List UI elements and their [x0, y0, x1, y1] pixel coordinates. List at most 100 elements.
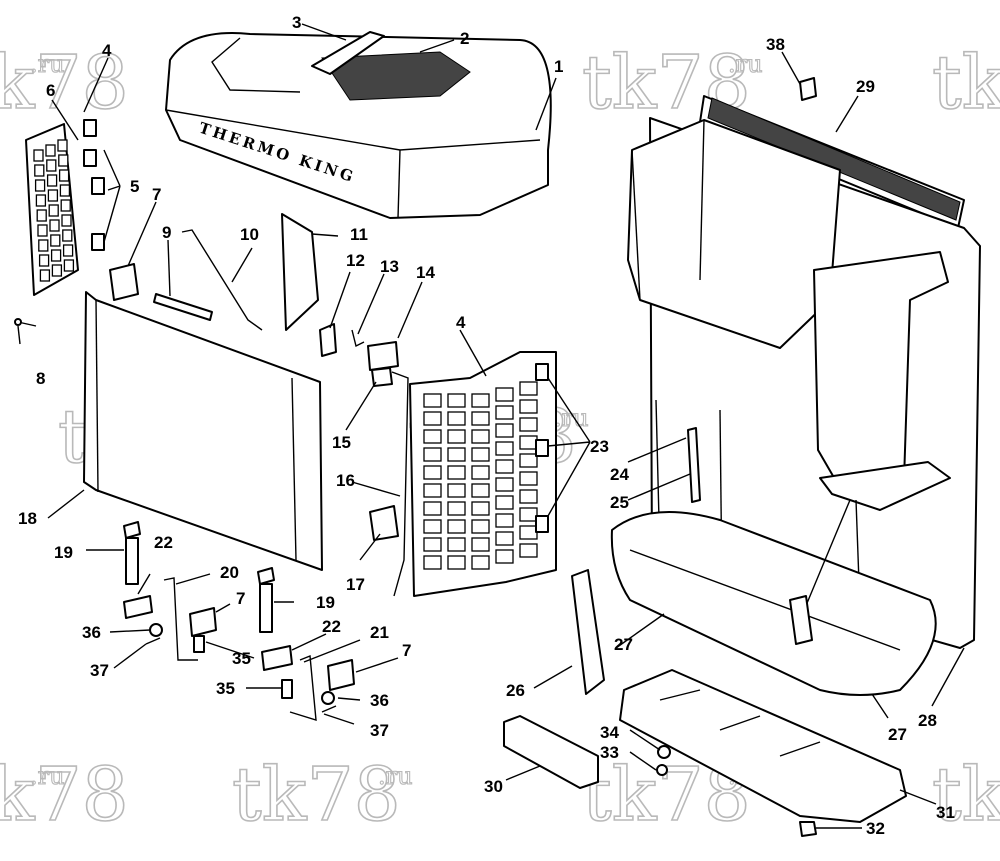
grille-cell: [37, 224, 48, 237]
center-grille-part: [409, 351, 557, 597]
top-cover-part: THERMO KING: [165, 31, 552, 219]
callout-25: 25: [610, 493, 629, 512]
grille-cell: [39, 269, 51, 282]
callout-23: 23: [590, 437, 609, 456]
grille-cell: [63, 259, 75, 272]
callout-7c: 7: [402, 641, 411, 660]
callout-38: 38: [766, 35, 785, 54]
grille-cell: [60, 199, 71, 212]
callout-13: 13: [380, 257, 399, 276]
grille-cell: [447, 537, 466, 552]
grille-cell: [423, 555, 442, 570]
callout-24: 24: [610, 465, 629, 484]
grille-cell: [519, 525, 538, 540]
callout-20: 20: [220, 563, 239, 582]
grille-cell: [38, 239, 49, 252]
callout-33: 33: [600, 743, 619, 762]
grille-cell: [58, 169, 70, 182]
grille-cell: [471, 501, 490, 516]
callout-37a: 37: [90, 661, 109, 680]
grille-cell: [51, 264, 63, 277]
grille-cell: [423, 393, 442, 408]
callout-36b: 36: [370, 691, 389, 710]
grille-cell: [471, 465, 490, 480]
grille-cell: [519, 507, 538, 522]
callout-4a: 4: [102, 41, 112, 60]
bottom-left-hardware: [123, 521, 355, 721]
grille-cell: [48, 204, 59, 217]
grille-cell: [447, 519, 466, 534]
lower-parts-group: [503, 569, 907, 837]
grille-cell: [423, 537, 442, 552]
grille-cell: [471, 555, 490, 570]
grille-cell: [495, 477, 514, 492]
grille-cell: [423, 501, 442, 516]
grille-cell: [447, 447, 466, 462]
grille-cell: [471, 537, 490, 552]
callout-26: 26: [506, 681, 525, 700]
callout-31: 31: [936, 803, 955, 822]
grille-cell: [50, 249, 62, 262]
watermark-bottom-right-b: tk78: [931, 751, 1000, 839]
callout-35a: 35: [232, 649, 251, 668]
grille-cell: [423, 447, 442, 462]
grille-cell: [50, 234, 61, 247]
callout-7b: 7: [236, 589, 245, 608]
grille-cell: [447, 411, 466, 426]
left-grille-part: [14, 119, 105, 327]
small-hardware-group: [109, 213, 409, 597]
grille-cell: [495, 513, 514, 528]
grille-cell: [471, 519, 490, 534]
callout-37b: 37: [370, 721, 389, 740]
grille-cell: [423, 519, 442, 534]
callout-34: 34: [600, 723, 619, 742]
grille-cell: [447, 393, 466, 408]
callout-35b: 35: [216, 679, 235, 698]
grille-cell: [495, 459, 514, 474]
svg-text:.ru: .ru: [30, 762, 65, 790]
grille-cell: [447, 501, 466, 516]
grille-cell: [36, 209, 47, 222]
grille-cell: [519, 417, 538, 432]
svg-text:.ru: .ru: [30, 50, 65, 78]
callout-28: 28: [918, 711, 937, 730]
callout-22b: 22: [322, 617, 341, 636]
grille-cell: [471, 393, 490, 408]
watermark-bottom-left: tk78.ru: [0, 751, 130, 839]
grille-cell: [471, 447, 490, 462]
svg-text:.ru: .ru: [378, 762, 413, 790]
grille-cell: [519, 543, 538, 558]
grille-cell: [34, 164, 45, 177]
callout-18: 18: [18, 509, 37, 528]
grille-cell: [495, 405, 514, 420]
svg-text:tk78: tk78: [932, 40, 1000, 126]
svg-text:tk78: tk78: [0, 752, 129, 838]
watermark-top-left: tk78.ru: [0, 39, 130, 127]
svg-text:tk78: tk78: [0, 40, 129, 126]
grille-cell: [471, 429, 490, 444]
grille-cell: [46, 159, 57, 172]
grille-cell: [62, 244, 74, 257]
grille-cell: [495, 549, 514, 564]
callout-11: 11: [350, 225, 368, 244]
grille-cell: [49, 219, 60, 232]
grille-cell: [519, 489, 538, 504]
grille-cell: [59, 184, 71, 197]
svg-text:tk78: tk78: [232, 752, 401, 838]
callout-labels: 1 2 3 4 6 5 7 8 9 10 11 12 13 14 4 15 23…: [18, 13, 955, 838]
grille-cell: [33, 149, 44, 162]
callout-27a: 27: [614, 635, 633, 654]
grille-cell: [35, 194, 47, 207]
grille-cell: [519, 381, 538, 396]
grille-cell: [519, 399, 538, 414]
grille-cell: [519, 453, 538, 468]
svg-text:.ru: .ru: [728, 50, 763, 78]
callout-16: 16: [336, 471, 355, 490]
grille-cell: [519, 471, 538, 486]
callout-19a: 19: [54, 543, 73, 562]
grille-cell: [495, 423, 514, 438]
callout-36a: 36: [82, 623, 101, 642]
grille-cell: [57, 139, 68, 152]
grille-cell: [45, 144, 56, 157]
grille-cell: [47, 189, 59, 202]
